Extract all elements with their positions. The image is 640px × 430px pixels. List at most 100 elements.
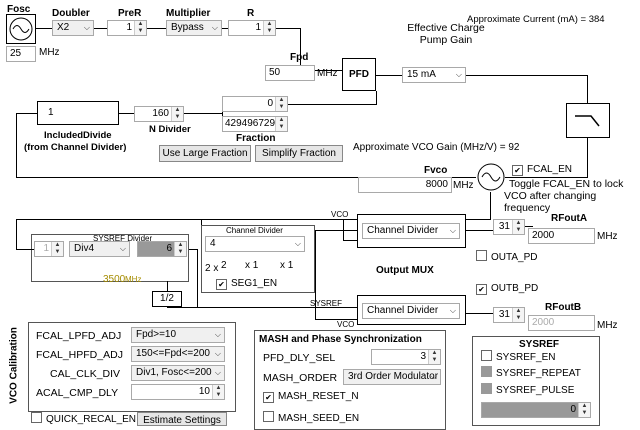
outa-pd-checkbox[interactable]: OUTA_PD: [476, 250, 538, 263]
mux-a-select[interactable]: Channel Divider⌵: [362, 223, 460, 239]
vco-calibration-group: [28, 322, 236, 412]
spin-arrows-icon[interactable]: ▲▼: [512, 220, 524, 234]
mash-order-select[interactable]: 3rd Order Modulator⌵: [343, 369, 441, 385]
spin-arrows-icon[interactable]: ▲▼: [578, 403, 590, 417]
sysref-tag: SYSREF: [310, 299, 343, 308]
fraction-denominator[interactable]: 4294967295▲▼: [222, 116, 288, 132]
wire: [94, 28, 107, 29]
wire: [587, 138, 588, 178]
pfd-dly-spinner[interactable]: 3▲▼: [371, 349, 441, 365]
sysref-freq: 3500: [103, 274, 126, 285]
chevron-down-icon: ⌵: [214, 368, 221, 377]
acal-cmp-dly-spinner[interactable]: 10▲▼: [131, 384, 225, 400]
channel-divider-select[interactable]: 4⌵: [205, 236, 305, 252]
spin-arrows-icon[interactable]: ▲▼: [134, 21, 146, 35]
sysref-repeat-checkbox[interactable]: SYSREF_REPEAT: [481, 366, 581, 379]
check-icon: ✔: [216, 279, 227, 290]
sysref-input-spinner[interactable]: 1▲▼: [34, 241, 64, 257]
r-spinner[interactable]: 1▲▼: [228, 20, 276, 36]
multiplier-select[interactable]: Bypass⌵: [166, 20, 222, 36]
cp-gain-select[interactable]: 15 mA⌵: [402, 67, 466, 83]
wire: [36, 28, 52, 29]
checkbox-icon: [481, 383, 492, 394]
fraction-label: Fraction: [236, 133, 276, 144]
mash-reset-checkbox[interactable]: ✔MASH_RESET_N: [263, 391, 359, 403]
wire: [343, 219, 344, 241]
sysref-pulse-checkbox[interactable]: SYSREF_PULSE: [481, 383, 574, 396]
wire: [300, 28, 301, 70]
chevron-down-icon: ⌵: [214, 330, 221, 339]
fcal-hpfd-select[interactable]: 150<=Fpd<=200⌵: [131, 346, 225, 362]
outb-pd-checkbox[interactable]: ✔OUTB_PD: [476, 283, 538, 295]
mash-seed-checkbox[interactable]: MASH_SEED_EN: [263, 411, 359, 424]
cp-gain-label: Effective Charge Pump Gain: [407, 22, 485, 46]
fvco-input[interactable]: 8000: [358, 177, 452, 193]
seg1-en-checkbox[interactable]: ✔SEG1_EN: [216, 278, 277, 290]
current-readout: Approximate Current (mA) = 384: [467, 14, 605, 25]
vco-gain-readout: Approximate VCO Gain (MHz/V) = 92: [353, 142, 520, 153]
sysref-pulse-spinner[interactable]: 0▲▼: [481, 402, 591, 418]
chevron-down-icon: ⌵: [211, 23, 218, 32]
spin-arrows-icon[interactable]: ▲▼: [428, 350, 440, 364]
fpd-unit: MHz: [317, 68, 338, 79]
wire: [16, 219, 17, 249]
fpd-input[interactable]: 50: [265, 65, 315, 81]
prer-spinner[interactable]: 1▲▼: [107, 20, 147, 36]
channel-mult-1a: x 1: [245, 260, 259, 271]
spin-arrows-icon[interactable]: ▲▼: [512, 308, 524, 322]
doubler-select[interactable]: X2⌵: [52, 20, 94, 36]
spin-arrows-icon[interactable]: ▲▼: [263, 21, 275, 35]
prer-label: PreR: [118, 8, 142, 19]
checkbox-icon: [476, 250, 487, 261]
fcal-en-checkbox[interactable]: ✔FCAL_EN: [512, 164, 572, 176]
pfd-dly-label: PFD_DLY_SEL: [263, 352, 336, 364]
spin-arrows-icon[interactable]: ▲▼: [171, 107, 183, 121]
rfouta-freq[interactable]: 2000: [528, 228, 595, 244]
spin-arrows-icon[interactable]: ▲▼: [275, 117, 287, 131]
fosc-input[interactable]: 25: [6, 46, 36, 62]
spin-arrows-icon[interactable]: ▲▼: [174, 242, 186, 256]
included-divide-label: IncludedDivide: [44, 130, 112, 141]
wire: [466, 313, 493, 314]
simplify-fraction-button[interactable]: Simplify Fraction: [255, 145, 343, 162]
chevron-down-icon: ⌵: [430, 372, 437, 381]
fcal-lpfd-label: FCAL_LPFD_ADJ: [36, 330, 122, 342]
fcal-hpfd-label: FCAL_HPFD_ADJ: [36, 349, 123, 361]
wire: [222, 103, 223, 123]
use-large-fraction-button[interactable]: Use Large Fraction: [159, 145, 251, 162]
wire: [222, 28, 228, 29]
wire: [16, 113, 37, 114]
rfouta-power-spinner[interactable]: 31▲▼: [493, 219, 525, 235]
wire: [466, 230, 493, 231]
sysref-div-spinner[interactable]: 6▲▼: [137, 241, 187, 257]
spin-arrows-icon[interactable]: ▲▼: [212, 385, 224, 399]
wire: [167, 281, 168, 291]
rfoutb-freq[interactable]: 2000: [528, 315, 595, 331]
quick-recal-checkbox[interactable]: QUICK_RECAL_EN: [31, 412, 136, 425]
wire: [276, 28, 300, 29]
estimate-settings-button[interactable]: Estimate Settings: [137, 412, 227, 426]
n-divider-spinner[interactable]: 160▲▼: [134, 106, 184, 122]
checkbox-icon: [481, 366, 492, 377]
rfoutb-power-spinner[interactable]: 31▲▼: [493, 307, 525, 323]
spin-arrows-icon[interactable]: ▲▼: [51, 242, 63, 256]
wire: [490, 210, 491, 220]
wire: [315, 230, 316, 320]
cal-clk-div-label: CAL_CLK_DIV: [50, 368, 121, 380]
wire: [189, 249, 197, 250]
mux-b-select[interactable]: Channel Divider⌵: [362, 303, 460, 319]
channel-mult-1b: x 1: [280, 260, 294, 271]
wire: [201, 219, 202, 225]
chevron-down-icon: ⌵: [449, 226, 456, 235]
check-icon: ✔: [512, 165, 523, 176]
cal-clk-div-select[interactable]: Div1, Fosc<=200⌵: [131, 365, 225, 381]
fcal-lpfd-select[interactable]: Fpd>=10⌵: [131, 327, 225, 343]
acal-cmp-dly-label: ACAL_CMP_DLY: [36, 387, 119, 399]
mux-vco-tag: VCO: [337, 320, 355, 329]
fraction-numerator[interactable]: 0▲▼: [222, 96, 288, 112]
spin-arrows-icon[interactable]: ▲▼: [275, 97, 287, 111]
sysref-divider-title: SYSREF Divider: [93, 234, 153, 243]
sysref-div-select[interactable]: Div4⌵: [69, 241, 130, 257]
check-icon: ✔: [476, 284, 487, 295]
sysref-en-checkbox[interactable]: SYSREF_EN: [481, 350, 555, 363]
